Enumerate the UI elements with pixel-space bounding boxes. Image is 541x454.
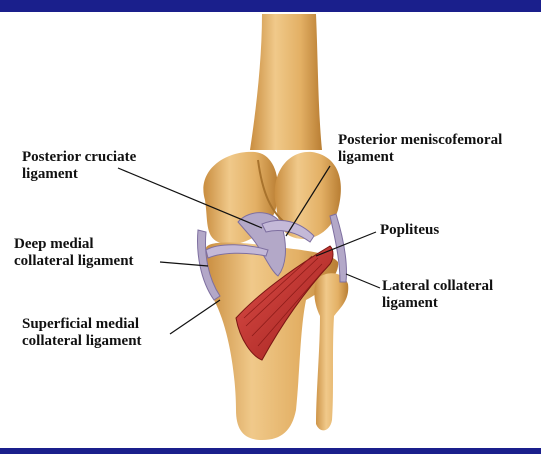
label-posterior-meniscofemoral-ligament: Posterior meniscofemoral ligament (338, 132, 502, 166)
label-superficial-medial-collateral-ligament: Superficial medial collateral ligament (22, 316, 142, 350)
label-lateral-collateral-ligament: Lateral collateral ligament (382, 278, 493, 312)
label-deep-medial-collateral-ligament: Deep medial collateral ligament (14, 236, 134, 270)
bottom-frame-bar (0, 448, 541, 454)
label-popliteus: Popliteus (380, 222, 439, 239)
label-posterior-cruciate-ligament: Posterior cruciate ligament (22, 149, 136, 183)
leader-popliteus (316, 232, 376, 256)
fibula (314, 273, 348, 430)
femur-shaft (250, 14, 322, 150)
leader-lateral-collateral (346, 274, 380, 288)
leader-superficial-medial (170, 300, 220, 334)
